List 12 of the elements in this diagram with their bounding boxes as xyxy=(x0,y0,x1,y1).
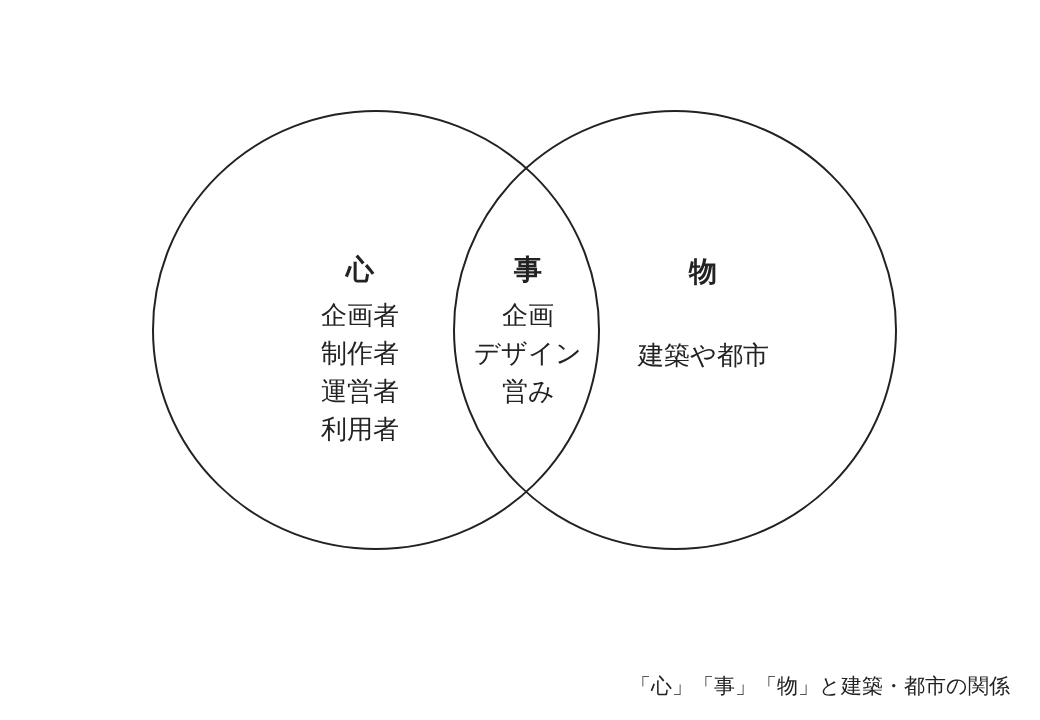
list-item: 運営者 xyxy=(321,376,399,406)
list-item: 営み xyxy=(501,376,555,406)
list-item: デザイン xyxy=(474,338,582,368)
list-item: 建築や都市 xyxy=(637,340,769,370)
heading-label: 物 xyxy=(689,257,717,287)
caption: 「心」「事」「物」と建築・都市の関係 xyxy=(630,673,1010,700)
heading-label: 心 xyxy=(346,255,374,285)
list-item: 利用者 xyxy=(321,414,399,444)
heading-label: 事 xyxy=(514,255,542,285)
list-item: 企画 xyxy=(502,300,554,330)
list-item: 企画者 xyxy=(321,300,399,330)
list-item: 制作者 xyxy=(321,338,399,368)
